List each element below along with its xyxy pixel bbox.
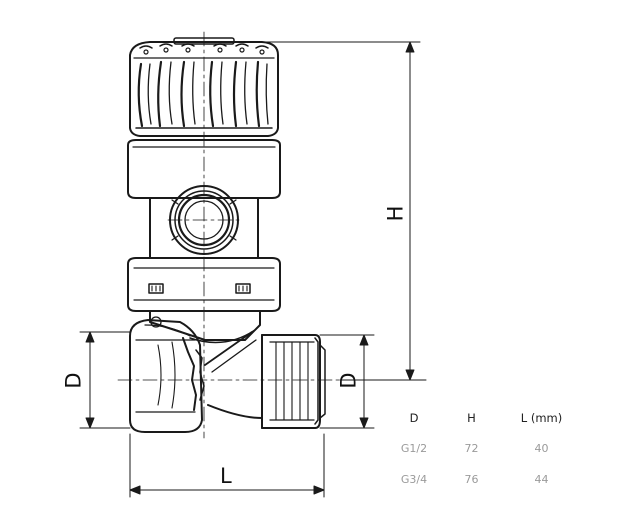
length-dimension-label: L <box>220 464 232 488</box>
table-cell: 40 <box>534 442 549 455</box>
height-dimension-label: H <box>383 205 408 222</box>
table-row: G3/4 76 44 <box>384 464 584 495</box>
table-cell: 72 <box>464 442 479 455</box>
table-header-cell: L (mm) <box>520 410 563 425</box>
dimension-lines <box>79 41 427 498</box>
table-header-cell: H <box>467 410 476 425</box>
centre-lines <box>117 31 341 439</box>
table-cell: G1/2 <box>400 442 428 455</box>
handwheel-knob <box>129 37 279 137</box>
table-cell: 76 <box>464 473 479 486</box>
valve-elbow-body <box>129 310 326 433</box>
valve-bonnet <box>127 139 281 312</box>
table-row: G1/2 72 40 <box>384 433 584 464</box>
table-cell: 44 <box>534 473 549 486</box>
table-header-cell: D <box>409 410 419 425</box>
diameter-right-dimension-label: D <box>336 372 361 389</box>
table-cell: G3/4 <box>400 473 428 486</box>
table-header-row: D H L (mm) <box>384 402 584 433</box>
dimension-table: D H L (mm) G1/2 72 40 G3/4 76 44 <box>384 402 584 495</box>
diameter-left-dimension-label: D <box>61 372 86 389</box>
